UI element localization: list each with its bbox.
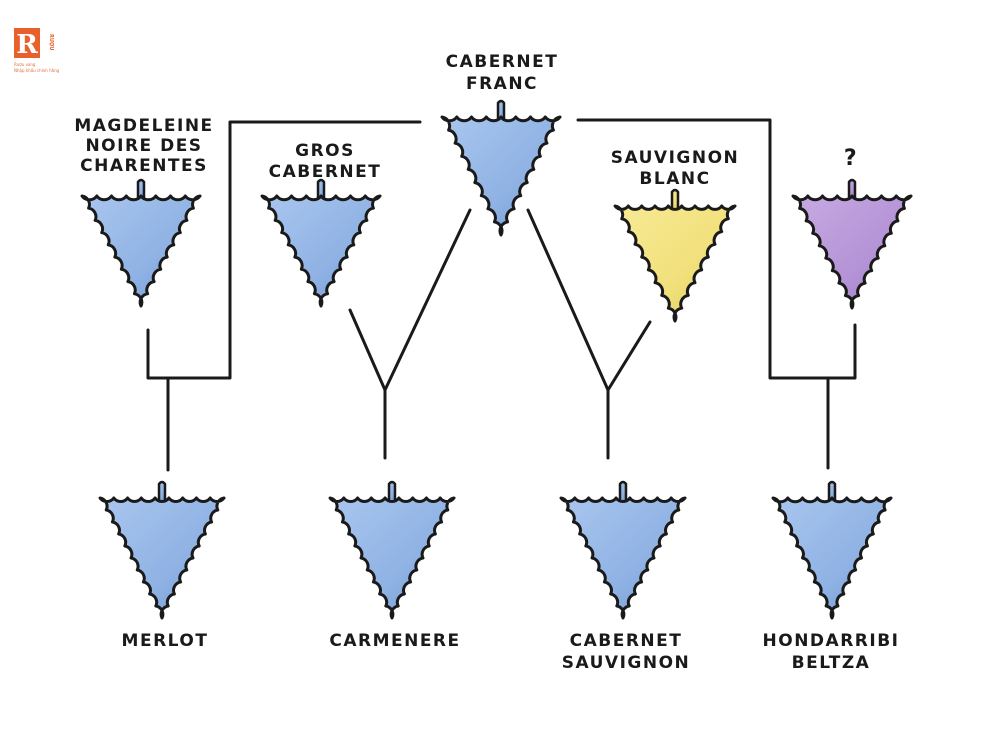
connector-hondarribi: [576, 118, 857, 470]
grape-bunch: [80, 194, 202, 308]
grape-stem: [157, 480, 167, 500]
grape-unknown-icon: [791, 178, 913, 310]
label-gros-cabernet-1: GROS: [295, 141, 355, 161]
label-cabernet-sauvignon-1: CABERNET: [570, 631, 683, 651]
grape-stem: [827, 480, 837, 500]
grape-carmenere-icon: [328, 480, 456, 620]
grape-bunch: [771, 496, 893, 620]
label-cabernet-franc-1: CABERNET: [446, 52, 559, 72]
grape-bunch: [440, 115, 562, 237]
label-sauvignon-blanc-2: BLANC: [639, 169, 710, 189]
label-hondarribi-2: BELTZA: [792, 653, 871, 673]
label-sauvignon-blanc-1: SAUVIGNON: [611, 148, 740, 168]
label-gros-cabernet-2: CABERNET: [269, 162, 382, 182]
grape-stem: [316, 178, 326, 198]
logo-letter: R: [16, 30, 38, 60]
label-magdeleine-1: MAGDELEINE: [74, 116, 213, 136]
grape-stem: [136, 178, 146, 198]
grape-merlot-icon: [98, 480, 226, 620]
grape-bunch: [559, 496, 687, 620]
label-cabernet-franc-2: FRANC: [466, 74, 538, 94]
grape-gros-cabernet-icon: [260, 178, 382, 308]
grape-hondarribi-icon: [771, 480, 893, 620]
label-cabernet-sauvignon-2: SAUVIGNON: [562, 653, 691, 673]
grape-stem: [618, 480, 628, 500]
grape-stem: [670, 188, 680, 208]
grape-bunch: [328, 496, 456, 620]
label-merlot: MERLOT: [122, 631, 209, 651]
grape-bunch: [613, 204, 737, 323]
grape-stem: [496, 99, 506, 119]
label-carmenere: CARMENERE: [329, 631, 460, 651]
grape-bunch: [791, 194, 913, 310]
label-magdeleine-3: CHARENTES: [80, 156, 208, 176]
grape-stem: [847, 178, 857, 198]
grape-bunch: [98, 496, 226, 620]
label-unknown-parent: ?: [844, 146, 858, 171]
grape-cabernet-franc-icon: [440, 99, 562, 237]
grape-sauvignon-blanc-icon: [613, 188, 737, 323]
grape-bunch: [260, 194, 382, 308]
logo-line-2: Nhập khẩu chính hãng: [14, 68, 60, 73]
logo-mark: [14, 28, 40, 58]
grape-stem: [387, 480, 397, 500]
label-magdeleine-2: NOIRE DES: [85, 136, 202, 156]
connector-merlot: [146, 120, 422, 380]
site-logo: R RƯỢU Rượu vang Nhập khẩu chính hãng: [12, 26, 72, 76]
logo-side-text: RƯỢU: [48, 34, 54, 50]
grape-magdeleine-icon: [80, 178, 202, 308]
label-hondarribi-1: HONDARRIBI: [763, 631, 900, 651]
pedigree-connectors: [146, 118, 857, 472]
connector-carmenere: [348, 208, 472, 460]
connector-cabernet-sauvignon: [526, 208, 652, 460]
grape-cabernet-sauvignon-icon: [559, 480, 687, 620]
logo-line-1: Rượu vang: [14, 62, 36, 67]
